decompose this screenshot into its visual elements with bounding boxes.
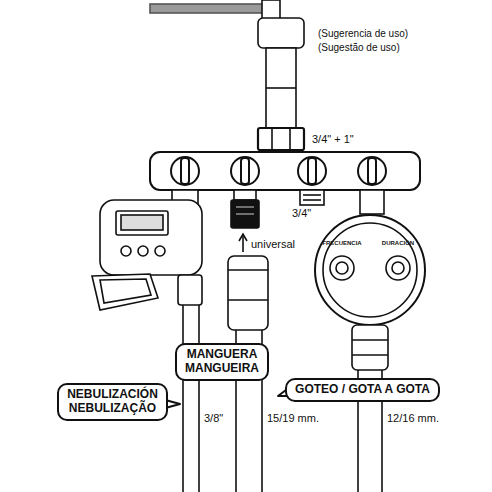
manifold-body — [150, 152, 420, 190]
threaded-outlet — [300, 190, 324, 205]
timer-dial-body — [315, 215, 425, 325]
hose-line — [198, 305, 200, 492]
connector-ridge — [352, 354, 388, 356]
valve-lever — [368, 158, 376, 184]
dial-label: FRECUENCIA — [322, 240, 361, 247]
dimension-label: (Sugestão de uso) — [318, 42, 400, 54]
callout-box: NEBULIZACIÓN NEBULIZAÇÃO — [57, 383, 168, 421]
timer-knob — [330, 256, 354, 280]
tap-pipe — [266, 48, 296, 130]
outlet — [360, 190, 384, 214]
outlet — [234, 190, 256, 200]
nut-edge — [289, 128, 291, 150]
timer-button — [155, 246, 165, 256]
hose-connector — [178, 275, 202, 305]
callout-tails — [158, 384, 300, 410]
hose-line — [182, 305, 184, 492]
connector-ridge — [228, 299, 268, 301]
callout-box: GOTEO / GOTA A GOTA — [285, 378, 440, 402]
dimension-label: 12/16 mm. — [387, 412, 439, 425]
left-timer — [92, 190, 202, 492]
callout-text: MANGUERA MANGUEIRA — [185, 348, 259, 376]
callout-text: NEBULIZACIÓN NEBULIZAÇÃO — [67, 388, 158, 416]
hose-connector — [352, 325, 388, 370]
hose-connector — [228, 256, 268, 330]
timer-display — [121, 215, 163, 230]
valve-lever — [241, 158, 249, 184]
thread-line — [303, 194, 321, 196]
callout-text: GOTEO / GOTA A GOTA — [294, 383, 431, 397]
tap-body — [258, 18, 304, 48]
connector-ridge — [236, 206, 254, 208]
right-timer — [315, 190, 425, 492]
valve-knob — [231, 157, 259, 185]
timer-dial-rim — [323, 223, 417, 317]
timer-button — [138, 246, 148, 256]
nut-edge — [271, 128, 273, 150]
middle-outlet — [228, 190, 268, 492]
outlet-thread — [300, 190, 324, 205]
valve-knob — [298, 157, 326, 185]
timer-knob — [386, 256, 410, 280]
timer-screen — [116, 211, 168, 235]
dimension-label: 3/4" — [292, 207, 311, 220]
valve-lever — [181, 158, 189, 184]
timer-body — [100, 200, 202, 275]
pipe-joint — [266, 87, 296, 89]
pointer-arrowhead — [239, 234, 247, 241]
dimension-label: universal — [251, 238, 295, 251]
timer-lid — [92, 274, 158, 310]
timer-button — [121, 246, 131, 256]
dimension-label: (Sugerencia de uso) — [318, 28, 408, 40]
pointer-arrow — [242, 236, 244, 252]
connector-ridge — [352, 339, 388, 341]
thread-line — [303, 199, 321, 201]
valve-knob — [358, 157, 386, 185]
tap-stem — [262, 0, 280, 20]
valve-knob — [171, 157, 199, 185]
callout-box: MANGUERA MANGUEIRA — [175, 343, 269, 381]
timer-lid-inner — [100, 279, 151, 303]
tap-handle — [150, 4, 268, 13]
timer-knob-center — [336, 262, 348, 274]
timer-knob-center — [392, 262, 404, 274]
nut — [258, 128, 304, 150]
dimension-label: 3/4" + 1" — [312, 133, 354, 146]
connector-ridge — [228, 269, 268, 271]
manifold — [150, 152, 420, 190]
tap — [150, 0, 304, 150]
dimension-label: 3/8" — [204, 412, 223, 425]
connector-ridge — [236, 213, 254, 215]
valve-lever — [308, 158, 316, 184]
dimension-label: 15/19 mm. — [267, 412, 319, 425]
dial-label: DURACIÓN — [382, 240, 414, 247]
quick-connector — [231, 200, 259, 228]
